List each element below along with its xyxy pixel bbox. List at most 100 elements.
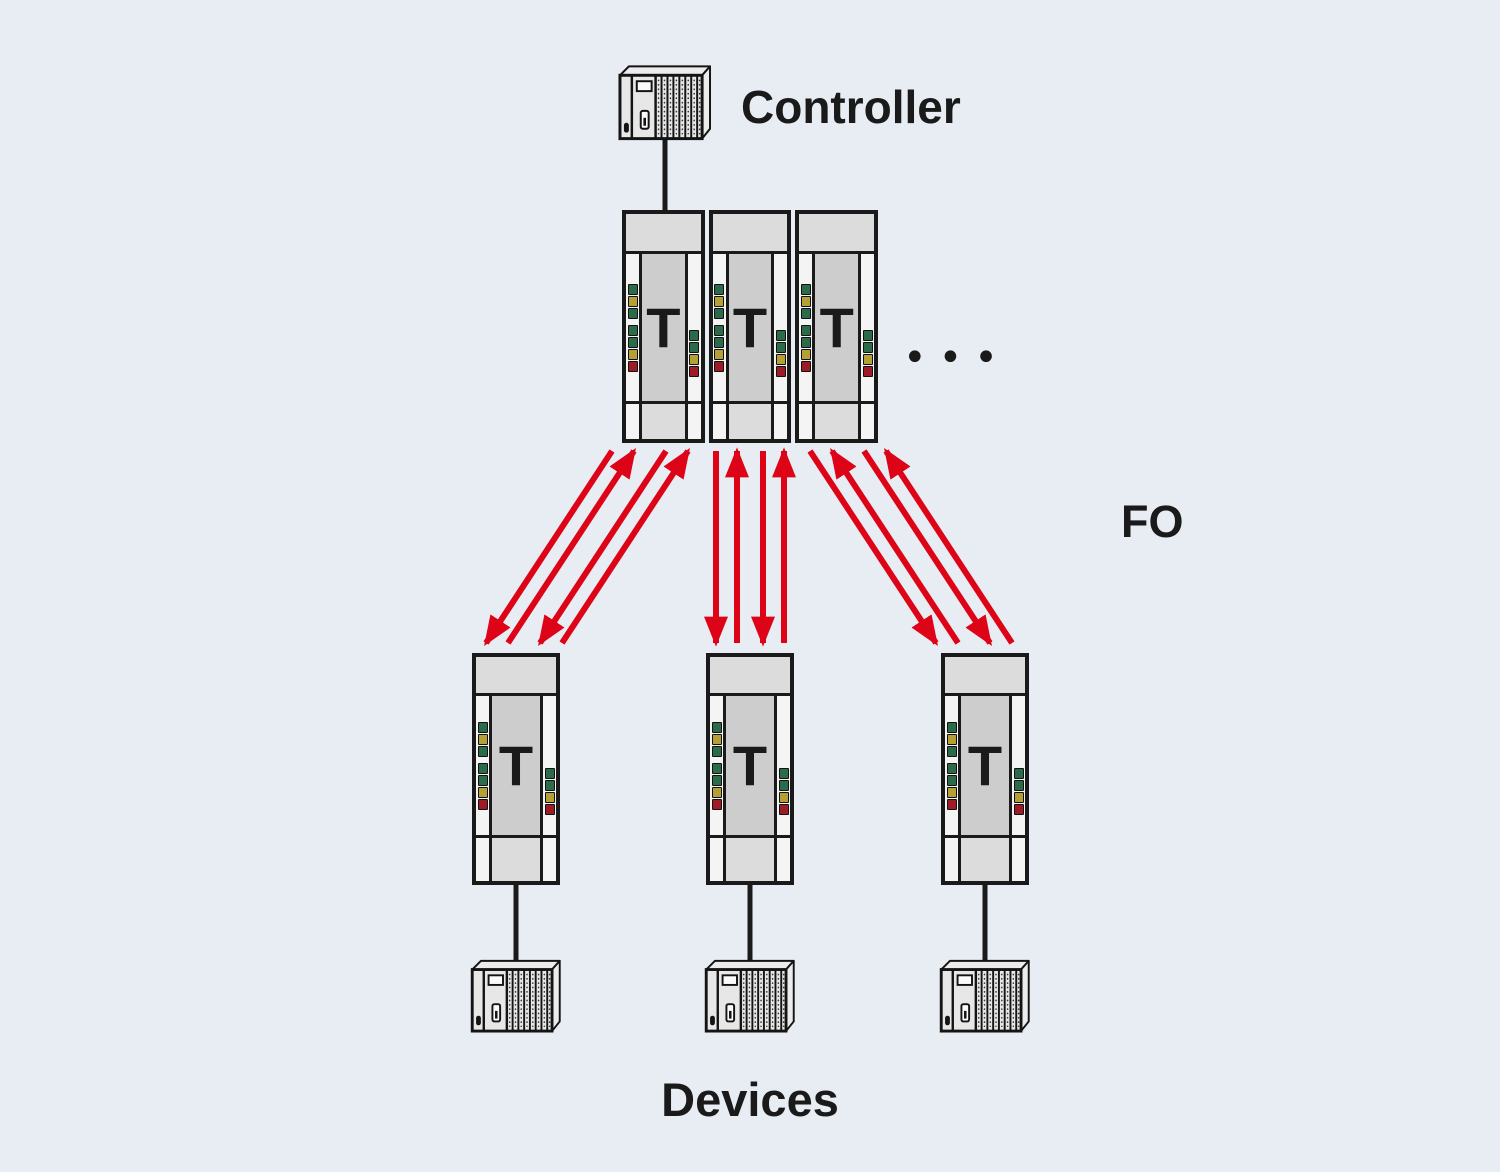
led-red (544, 804, 555, 815)
plc-slats (657, 75, 701, 139)
led-red (627, 361, 638, 372)
led-green (800, 325, 811, 336)
module-letter: T (498, 733, 534, 797)
module-footer (726, 835, 774, 881)
led-green (711, 775, 722, 786)
led-yellow (1013, 792, 1024, 803)
led-yellow (714, 349, 725, 360)
led-strip-left (710, 696, 726, 835)
led-strip-left (945, 696, 961, 835)
led-green (711, 722, 722, 733)
module-panel: T (728, 254, 772, 401)
led-red (714, 361, 725, 372)
module-header (799, 214, 875, 254)
led-yellow (946, 734, 957, 745)
led-strip-right (540, 696, 556, 835)
module-letter: T (732, 295, 768, 359)
led-green (477, 775, 488, 786)
led-green (544, 768, 555, 779)
led-yellow (800, 349, 811, 360)
led-green (714, 325, 725, 336)
device-icon-3 (939, 959, 1031, 1033)
led-green (627, 325, 638, 336)
fo-label: FO (1121, 496, 1184, 547)
led-green (477, 746, 488, 757)
fo-links-middle (704, 447, 796, 647)
module-footer (961, 835, 1009, 881)
led-yellow (477, 787, 488, 798)
module-header (712, 214, 788, 254)
device-icon-1 (470, 959, 562, 1033)
led-green (689, 330, 700, 341)
module-panel: T (815, 254, 859, 401)
module-header (626, 214, 701, 254)
led-red (800, 361, 811, 372)
led-yellow (778, 792, 789, 803)
module-panel: T (961, 696, 1009, 835)
led-green (862, 342, 873, 353)
led-yellow (800, 296, 811, 307)
led-red (862, 366, 873, 377)
led-yellow (862, 354, 873, 365)
led-yellow (775, 354, 786, 365)
led-green (714, 337, 725, 348)
led-green (946, 775, 957, 786)
led-yellow (714, 296, 725, 307)
led-red (775, 366, 786, 377)
module-letter: T (967, 733, 1003, 797)
led-yellow (711, 734, 722, 745)
led-green (800, 308, 811, 319)
rack-transceiver-module-2: T (708, 210, 792, 443)
module-footer (492, 835, 540, 881)
led-strip-left (712, 254, 729, 401)
device-icon-2 (704, 959, 796, 1033)
led-green (946, 763, 957, 774)
led-green (477, 763, 488, 774)
module-letter: T (819, 295, 854, 359)
led-strip-right (771, 254, 788, 401)
led-strip-left (626, 254, 642, 401)
led-yellow (627, 349, 638, 360)
rack-transceiver-module-1: T (622, 210, 705, 443)
led-green (627, 308, 638, 319)
module-header (710, 657, 790, 696)
led-green (800, 284, 811, 295)
led-red (711, 799, 722, 810)
led-green (627, 284, 638, 295)
led-green (775, 330, 786, 341)
led-green (800, 337, 811, 348)
module-footer (815, 401, 859, 439)
module-panel: T (492, 696, 540, 835)
module-letter: T (646, 295, 681, 359)
module-panel: T (726, 696, 774, 835)
devices-label: Devices (661, 1073, 839, 1126)
field-transceiver-module-3: T (941, 653, 1029, 885)
led-yellow (711, 787, 722, 798)
module-panel: T (642, 254, 685, 401)
led-red (689, 366, 700, 377)
fo-links-left (483, 447, 691, 647)
led-green (862, 330, 873, 341)
led-green (711, 763, 722, 774)
led-green (946, 746, 957, 757)
module-header (476, 657, 556, 696)
led-yellow (544, 792, 555, 803)
controller-icon (618, 65, 712, 141)
module-letter: T (732, 733, 768, 797)
led-strip-right (684, 254, 701, 401)
led-green (775, 342, 786, 353)
module-footer (728, 401, 772, 439)
led-green (711, 746, 722, 757)
led-green (946, 722, 957, 733)
led-red (946, 799, 957, 810)
led-red (1013, 804, 1024, 815)
led-strip-left (476, 696, 492, 835)
led-green (1013, 780, 1024, 791)
field-transceiver-module-1: T (472, 653, 560, 885)
led-green (477, 722, 488, 733)
led-green (544, 780, 555, 791)
led-green (1013, 768, 1024, 779)
controller-label: Controller (741, 81, 961, 133)
